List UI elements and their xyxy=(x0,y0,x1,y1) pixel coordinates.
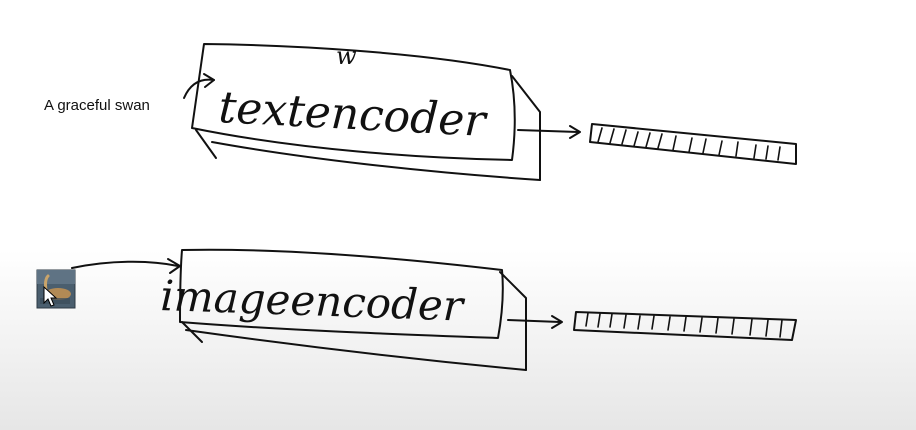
image-output-arrowhead xyxy=(551,315,563,329)
prompt-arrow xyxy=(183,78,215,99)
prompt-label: A graceful swan xyxy=(44,97,150,114)
text-encoder-box-depth-bottom xyxy=(211,141,541,181)
image-encoder-box-depth-bottom xyxy=(185,329,527,371)
image-encoder-box-front xyxy=(179,248,504,339)
text-embedding-cells xyxy=(597,127,781,161)
text-encoder-box-depth-left xyxy=(195,129,217,159)
image-embedding-vector xyxy=(573,311,797,341)
swan-photo-icon xyxy=(36,269,76,309)
mouse-cursor-icon xyxy=(43,285,58,307)
image-embedding-cells xyxy=(585,312,783,338)
text-encoder-box-depth-right xyxy=(511,75,541,181)
weight-label: w xyxy=(336,42,357,70)
image-input-arrowhead xyxy=(167,258,181,274)
image-encoder-box-depth-left xyxy=(181,321,203,343)
text-output-arrowhead xyxy=(569,125,581,139)
text-output-arrow xyxy=(517,129,579,133)
text-encoder-label: textencoder xyxy=(217,82,489,147)
text-embedding-vector xyxy=(589,123,797,165)
text-encoder-box-front xyxy=(191,43,516,161)
prompt-arrowhead xyxy=(203,73,215,88)
image-encoder-box-depth-right xyxy=(499,271,527,371)
image-output-arrow xyxy=(507,319,561,323)
image-input-arrow xyxy=(71,260,179,269)
image-encoder-label: imageencoder xyxy=(160,271,467,331)
